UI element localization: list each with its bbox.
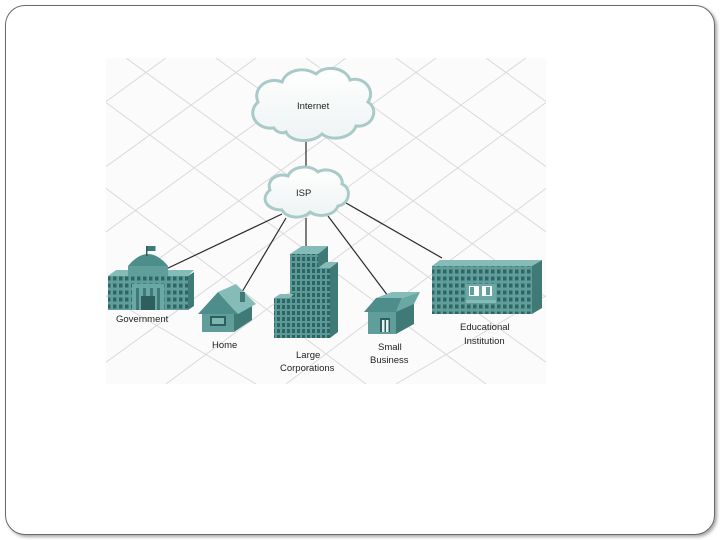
educational-institution-label-line1: Educational	[460, 322, 510, 333]
small-business-building	[364, 292, 420, 334]
government-building	[108, 246, 194, 310]
internet-label: Internet	[297, 101, 330, 112]
large-corporations-label-line1: Large	[296, 350, 320, 361]
educational-institution-building	[432, 260, 542, 314]
internet-cloud: Internet	[251, 66, 376, 142]
link-isp-small-business	[327, 215, 389, 297]
network-diagram-svg: Internet ISP	[106, 58, 546, 384]
home-building	[198, 284, 256, 332]
small-business-label-line1: Small	[378, 342, 402, 353]
isp-label: ISP	[296, 188, 311, 199]
small-business-label-line2: Business	[370, 355, 409, 366]
educational-institution-label-line2: Institution	[464, 336, 505, 347]
large-corporations-label-line2: Corporations	[280, 363, 335, 374]
link-isp-government	[163, 213, 283, 271]
slide-frame: Internet ISP	[5, 5, 715, 535]
government-label: Government	[116, 314, 169, 325]
home-label: Home	[212, 340, 237, 351]
network-diagram: Internet ISP	[106, 58, 546, 384]
link-isp-home	[241, 217, 287, 293]
link-isp-educational-institution	[345, 202, 443, 259]
isp-cloud: ISP	[263, 165, 350, 219]
large-corporations-building	[274, 246, 338, 338]
